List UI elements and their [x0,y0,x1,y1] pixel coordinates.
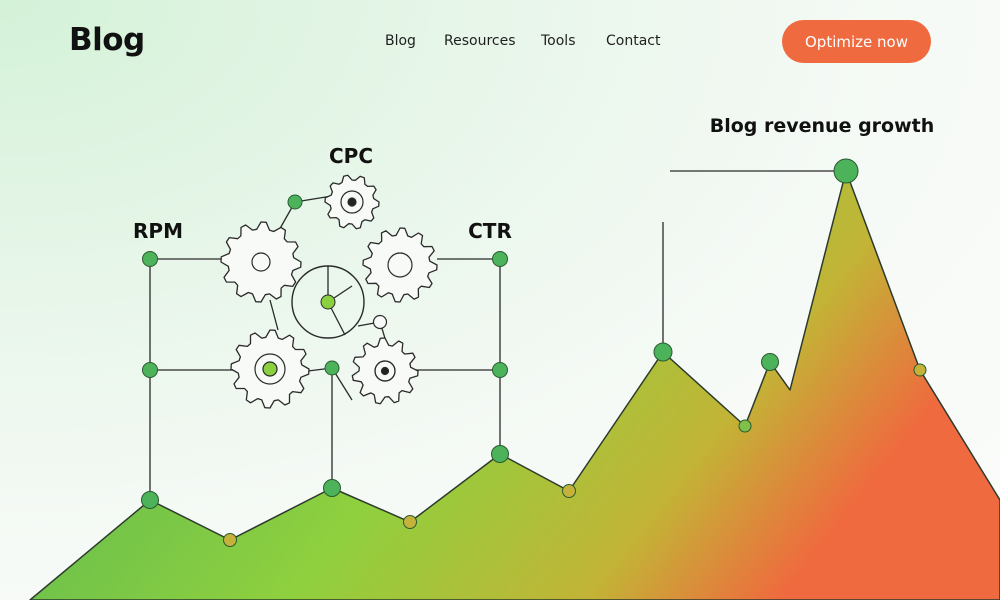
chart-point [323,479,341,497]
network-node-icon [142,362,158,378]
data-nodes [141,158,927,547]
chart-point [833,158,859,184]
nav-link-blog[interactable]: Blog [385,33,416,49]
nav-link-tools[interactable]: Tools [541,33,576,49]
chart-point [223,533,237,547]
chart-point [653,342,673,362]
ctr-label: CTR [468,219,512,243]
gear-icon [230,329,310,409]
network-node-icon [287,194,303,210]
gear-icon [362,227,438,303]
nav-link-contact[interactable]: Contact [606,33,661,49]
rpm-label: RPM [133,219,183,243]
chart-point [403,515,417,529]
central-hub [291,265,388,339]
site-header: Blog Blog Resources Tools Contact Optimi… [0,0,1000,90]
network-node-icon [492,251,508,267]
optimize-now-button[interactable]: Optimize now [782,20,931,63]
network-node-icon [324,360,340,376]
gear-icon [324,174,380,230]
network-node-icon [142,251,158,267]
chart-point [491,445,509,463]
chart-point [562,484,576,498]
growth-area [29,170,1000,600]
growth-label: Blog revenue growth [710,115,935,137]
main-nav: Blog Resources Tools Contact [0,33,1000,53]
cpc-label: CPC [329,144,373,168]
chart-point [761,353,779,371]
chart-point [913,363,927,377]
nav-link-resources[interactable]: Resources [444,33,516,49]
site-logo[interactable]: Blog [69,22,145,58]
gear-icon [220,221,302,303]
gear-icon [351,337,419,405]
network-node-icon [492,362,508,378]
chart-point [141,491,159,509]
chart-point [738,419,752,433]
